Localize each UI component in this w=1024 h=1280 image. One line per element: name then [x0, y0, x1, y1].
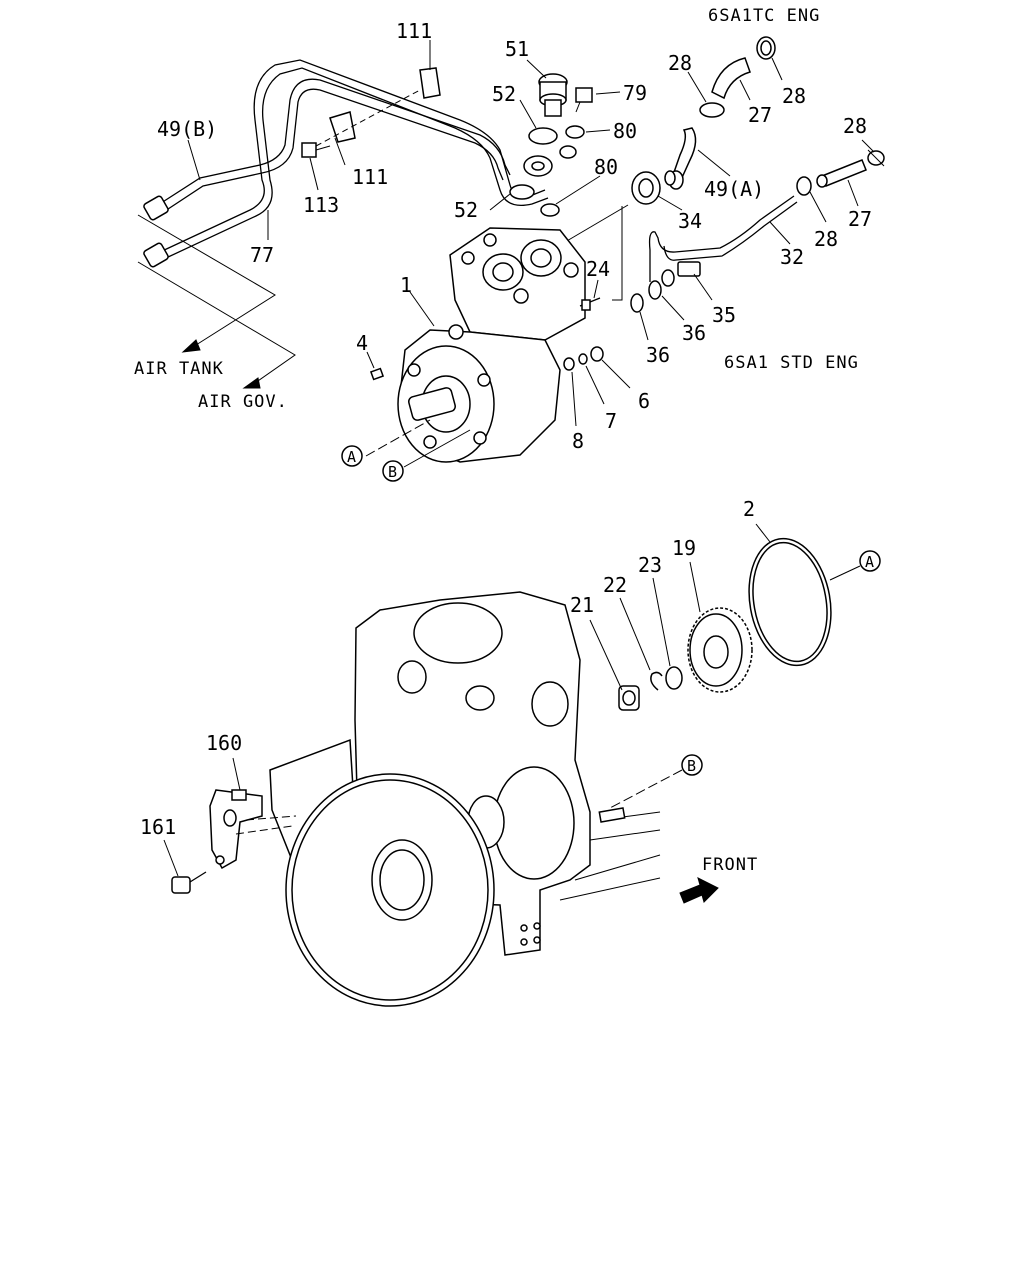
callout-160: 160 [206, 731, 242, 755]
callout-49a: 49(A) [704, 177, 764, 201]
svg-text:A: A [347, 448, 356, 466]
callout-28-a: 28 [668, 51, 692, 75]
nut-34 [631, 171, 661, 205]
svg-text:A: A [865, 553, 874, 571]
bolt-161 [171, 871, 207, 894]
stud-24 [579, 297, 601, 311]
ref-marker-b-block: B [681, 754, 703, 776]
routing-label-air-tank: AIR TANK [134, 359, 224, 379]
callout-8: 8 [572, 429, 584, 453]
routing-lines [137, 214, 296, 389]
callout-49b: 49(B) [157, 117, 217, 141]
callout-32: 32 [780, 245, 804, 269]
callout-77: 77 [250, 243, 274, 267]
nut-6 [590, 346, 604, 362]
svg-text:B: B [687, 757, 696, 775]
washer-80-lower [540, 203, 560, 217]
callout-80-upper: 80 [613, 119, 637, 143]
leader-lines [163, 40, 875, 877]
svg-text:B: B [388, 463, 397, 481]
engine-block [269, 591, 661, 1007]
callout-28-d: 28 [814, 227, 838, 251]
callout-4: 4 [356, 331, 368, 355]
callout-113: 113 [303, 193, 339, 217]
pipe-32 [648, 195, 798, 282]
callout-21: 21 [570, 593, 594, 617]
washer-36-a [648, 280, 662, 300]
callout-24: 24 [586, 257, 610, 281]
variant-bracket [612, 206, 623, 301]
nut-21 [618, 685, 640, 711]
callout-1: 1 [400, 273, 412, 297]
clip-111-mid [329, 111, 356, 143]
o-ring-2 [748, 537, 832, 667]
clamp-28-a [756, 36, 776, 60]
clamp-28-c [867, 149, 885, 167]
hose-27-upper [711, 57, 751, 100]
variant-label-tc: 6SA1TC ENG [708, 6, 820, 26]
washer-36-b [630, 293, 644, 313]
callout-7: 7 [605, 409, 617, 433]
bracket-160 [209, 789, 263, 870]
variant-label-std: 6SA1 STD ENG [724, 353, 859, 373]
ref-marker-b-compressor: B [382, 460, 404, 482]
callout-52-upper: 52 [492, 82, 516, 106]
callout-111-top: 111 [396, 19, 432, 43]
callout-51: 51 [505, 37, 529, 61]
bolt-113 [301, 142, 331, 158]
washer-52-upper [528, 127, 558, 145]
washer-8 [563, 357, 575, 371]
callout-22: 22 [603, 573, 627, 597]
callout-28-b: 28 [782, 84, 806, 108]
front-label: FRONT [702, 855, 758, 875]
callout-6: 6 [638, 389, 650, 413]
washer-52-lower [509, 184, 535, 200]
callout-36-a: 36 [682, 321, 706, 345]
air-compressor-1 [397, 227, 586, 463]
ref-marker-a-oring: A [859, 550, 881, 572]
callout-28-c: 28 [843, 114, 867, 138]
hose-27-lower [816, 159, 867, 188]
routing-label-air-gov: AIR GOV. [198, 392, 288, 412]
callout-35: 35 [712, 303, 736, 327]
callout-79: 79 [623, 81, 647, 105]
banjo-fitting [523, 155, 553, 177]
lock-washer-7 [578, 353, 588, 365]
callout-111-mid: 111 [352, 165, 388, 189]
fitting-80 [559, 145, 577, 159]
callout-161: 161 [140, 815, 176, 839]
pipe-end-nut-upper [143, 195, 169, 221]
callout-23: 23 [638, 553, 662, 577]
washer-80-upper [565, 125, 585, 139]
washer-23 [665, 666, 683, 690]
clip-111-top [419, 62, 441, 99]
clamp-28-d [796, 176, 812, 196]
air-pipe-49b [157, 78, 511, 214]
front-arrow-icon [679, 877, 719, 904]
callout-19: 19 [672, 536, 696, 560]
callout-80-lower: 80 [594, 155, 618, 179]
ref-marker-a-compressor: A [341, 445, 363, 467]
union-bolt-51 [538, 73, 568, 117]
clamp-28-b [699, 102, 725, 118]
gear-19 [687, 607, 753, 693]
bolt-79 [575, 87, 593, 113]
fitting-35 [661, 261, 701, 287]
callout-34: 34 [678, 209, 702, 233]
callout-36-b: 36 [646, 343, 670, 367]
callout-27-upper: 27 [748, 103, 772, 127]
pipe-end-nut-lower [143, 242, 169, 268]
clip-22 [650, 671, 663, 691]
hose-49a [664, 127, 697, 190]
callout-27-lower: 27 [848, 207, 872, 231]
callout-52-lower: 52 [454, 198, 478, 222]
callout-2: 2 [743, 497, 755, 521]
key-4 [369, 367, 385, 381]
